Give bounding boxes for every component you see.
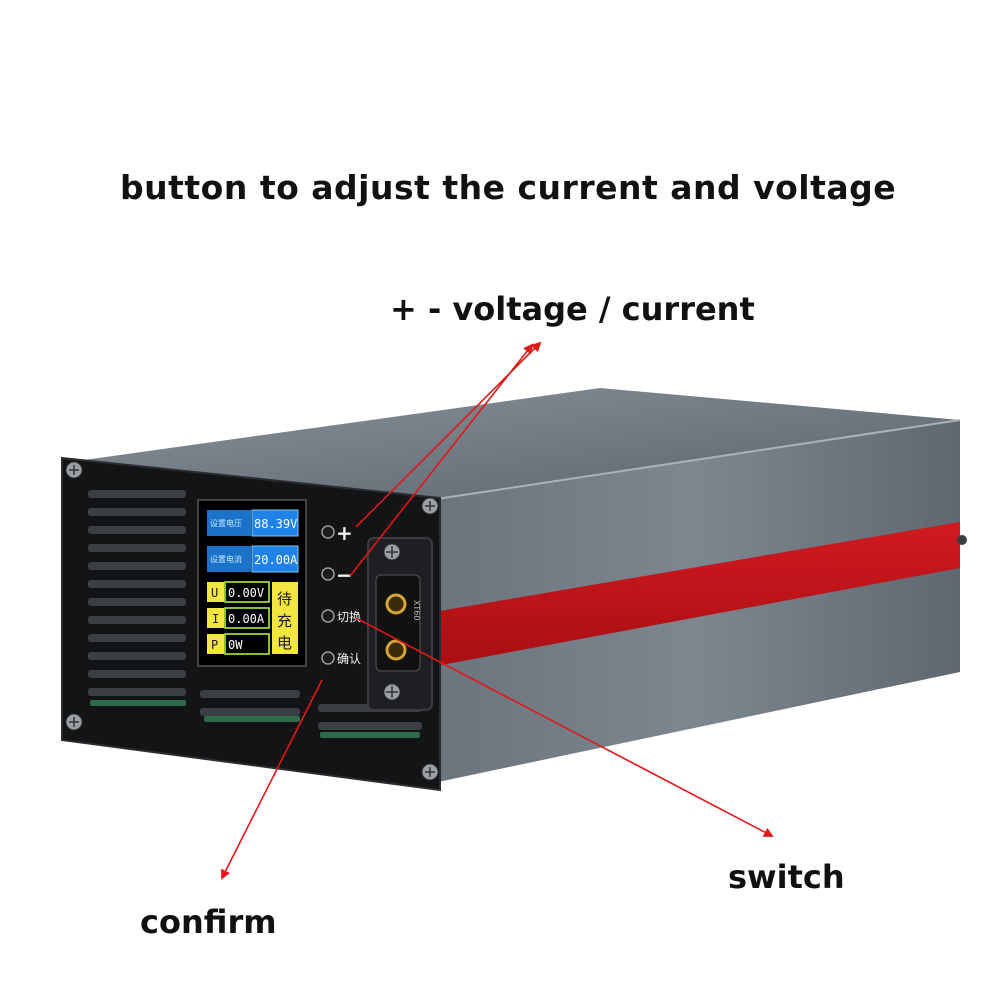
plus-minus-callout: + - voltage / current xyxy=(390,290,755,328)
switch-callout: switch xyxy=(728,858,845,896)
p-label: P xyxy=(211,638,218,652)
switch-label: 切换 xyxy=(337,610,361,624)
confirm-callout: confirm xyxy=(140,903,277,941)
headline-text: button to adjust the current and voltage xyxy=(120,168,897,207)
p-value: 0W xyxy=(228,638,243,652)
red-stripe xyxy=(434,522,960,666)
set-voltage-label: 设置电压 xyxy=(210,518,242,528)
u-label: U xyxy=(211,586,218,600)
i-label: I xyxy=(212,612,219,626)
screw-icon xyxy=(65,713,83,731)
xt-connector: XT60 xyxy=(367,537,433,711)
switch-button[interactable]: 切换 xyxy=(321,609,361,624)
arrow-switch xyxy=(355,617,774,837)
status-char-1: 待 xyxy=(277,590,292,608)
u-value: 0.00V xyxy=(228,586,264,600)
annotation-arrows xyxy=(221,341,774,880)
vent-grille xyxy=(88,490,186,696)
confirm-label: 确认 xyxy=(337,652,361,666)
screw-icon xyxy=(421,497,439,515)
svg-text:XT60: XT60 xyxy=(412,600,421,620)
confirm-button[interactable]: 确认 xyxy=(321,651,361,666)
set-voltage-value: 88.39V xyxy=(254,517,297,531)
arrow-confirm xyxy=(221,679,323,880)
plus-button[interactable]: + xyxy=(321,521,353,545)
arrow-minus xyxy=(349,343,534,577)
set-current-value: 20.00A xyxy=(254,553,298,567)
lcd-display: 设置电压 88.39V 设置电流 20.00A U 0.00V I 0.00A … xyxy=(197,499,307,667)
status-char-3: 电 xyxy=(277,634,292,652)
set-current-label: 设置电流 xyxy=(210,554,242,564)
enclosure-top xyxy=(70,388,960,500)
plus-label: + xyxy=(336,521,353,545)
minus-button[interactable]: − xyxy=(321,563,353,587)
screw-icon xyxy=(65,461,83,479)
enclosure xyxy=(70,388,967,782)
screw-icon xyxy=(421,763,439,781)
status-char-2: 充 xyxy=(277,612,292,630)
minus-label: − xyxy=(336,563,353,587)
i-value: 0.00A xyxy=(228,612,265,626)
front-panel: 设置电压 88.39V 设置电流 20.00A U 0.00V I 0.00A … xyxy=(61,456,441,792)
